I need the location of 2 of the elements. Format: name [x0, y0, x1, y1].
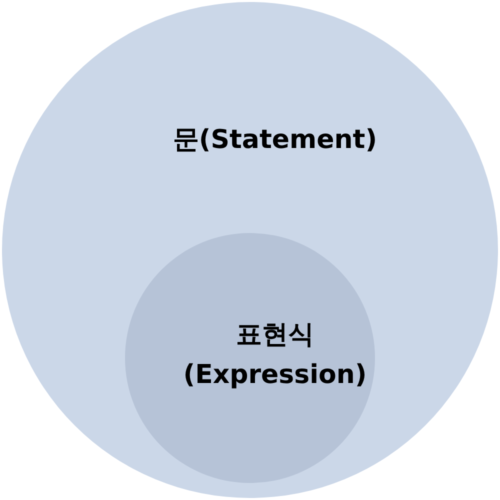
- set-label: 표현식 (Expression): [182, 319, 368, 392]
- set-label: 문(Statement): [172, 124, 378, 157]
